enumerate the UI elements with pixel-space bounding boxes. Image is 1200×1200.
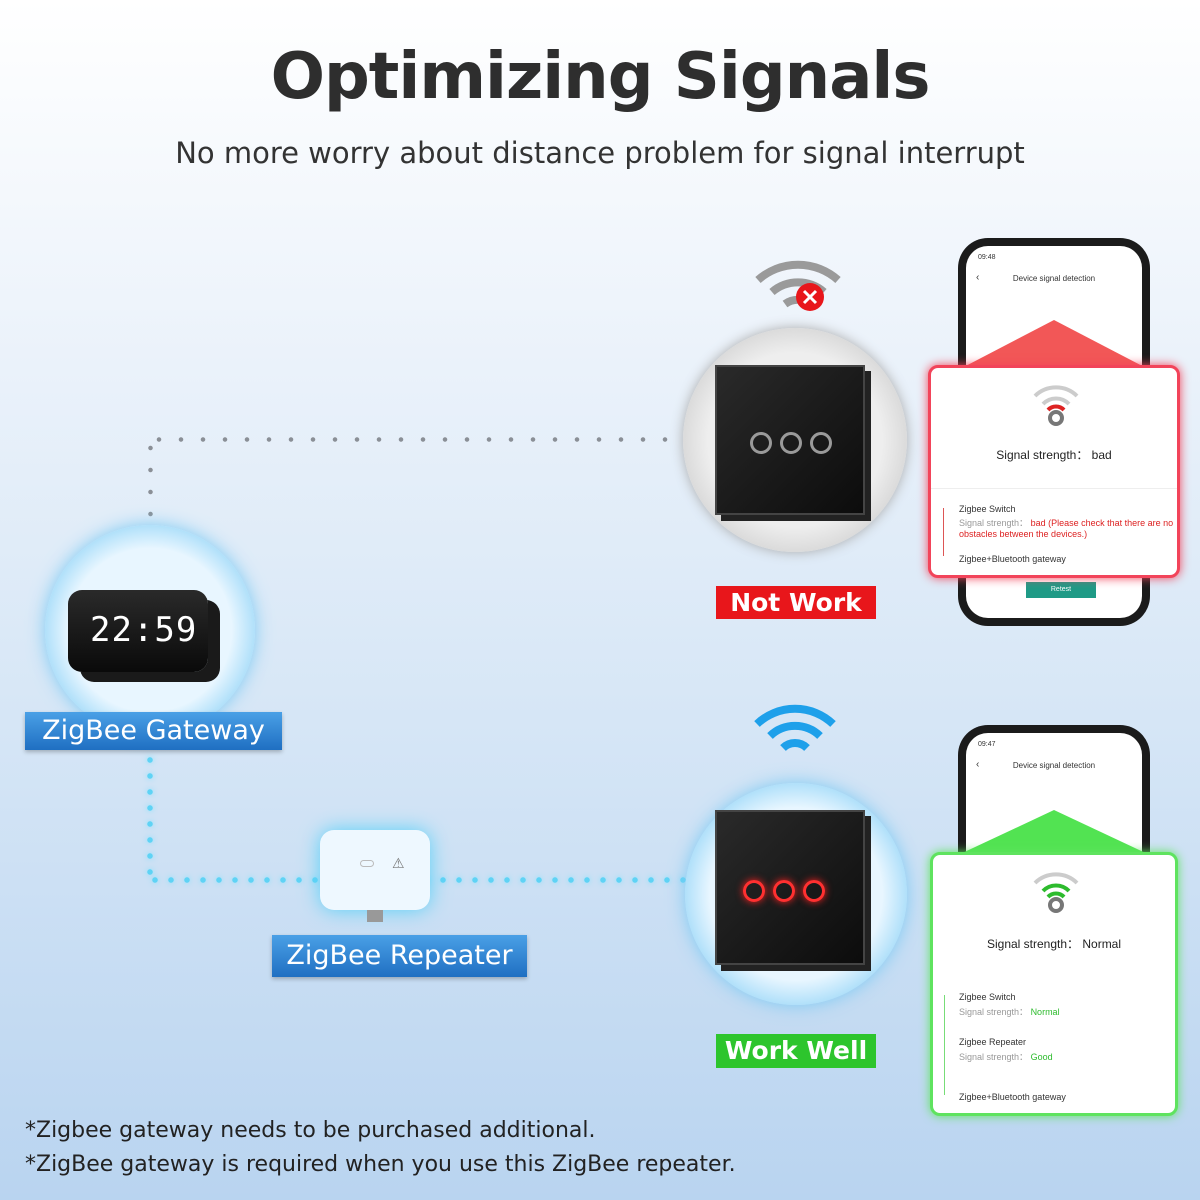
strength-value: bad xyxy=(1030,518,1046,528)
gateway-device: 22:59 xyxy=(68,590,208,672)
strong-signal-path-vertical xyxy=(147,752,153,880)
strength-label: Signal strength： xyxy=(959,1007,1029,1017)
weak-signal-path-vertical xyxy=(148,437,153,567)
timeline xyxy=(943,508,944,556)
back-icon[interactable]: ‹ xyxy=(976,759,980,770)
signal-card-good: Signal strength： Normal Zigbee Switch Si… xyxy=(930,852,1178,1116)
phone-time: 09:48 xyxy=(978,254,996,261)
item-strength: Signal strength： Normal xyxy=(959,1005,1060,1018)
signal-card-bad: Signal strength： bad Zigbee Switch Signa… xyxy=(928,365,1180,578)
signal-good-icon xyxy=(1033,872,1079,913)
footnote: *ZigBee gateway is required when you use… xyxy=(25,1152,736,1177)
weak-signal-path xyxy=(148,437,668,442)
item-strength: Signal strength： Good xyxy=(959,1050,1053,1063)
switch-button xyxy=(773,880,795,902)
repeater-device: ⚠ xyxy=(320,830,430,922)
zoom-wedge-green xyxy=(958,810,1150,855)
strength-label: Signal strength： xyxy=(959,1052,1029,1062)
back-icon[interactable]: ‹ xyxy=(976,272,980,283)
signal-weak-icon xyxy=(1033,385,1079,426)
retest-button[interactable]: Retest xyxy=(1026,582,1096,598)
signal-strength-text: Signal strength： bad xyxy=(996,448,1112,462)
divider xyxy=(931,488,1177,489)
switch-button xyxy=(803,880,825,902)
clock-display: 22:59 xyxy=(90,610,198,650)
footnote: *Zigbee gateway needs to be purchased ad… xyxy=(25,1118,596,1143)
good-switch xyxy=(715,810,865,965)
phone-time: 09:47 xyxy=(978,741,996,748)
strength-note: (Please check that there are no obstacle… xyxy=(959,518,1174,539)
timeline xyxy=(944,995,945,1095)
wifi-error-icon xyxy=(755,260,841,311)
strength-value: Normal xyxy=(1030,1007,1060,1017)
zoom-wedge-red xyxy=(958,320,1150,370)
bad-switch xyxy=(715,365,865,515)
strength-label: Signal strength： xyxy=(959,518,1029,528)
strength-value: Good xyxy=(1030,1052,1053,1062)
switch-buttons xyxy=(750,432,832,454)
antenna-icon: ⚠ xyxy=(392,855,405,871)
switch-button xyxy=(750,432,772,454)
item-strength: Signal strength： bad (Please check that … xyxy=(959,516,1174,539)
screen-title: Device signal detection xyxy=(1012,761,1096,770)
signal-strength-text: Signal strength： Normal xyxy=(986,937,1122,951)
item-name: Zigbee Switch xyxy=(959,504,1016,514)
not-work-badge: Not Work xyxy=(716,586,876,619)
item-name: Zigbee Switch xyxy=(959,992,1016,1002)
usb-connector xyxy=(367,910,383,922)
item-name: Zigbee+Bluetooth gateway xyxy=(959,1092,1066,1102)
item-name: Zigbee+Bluetooth gateway xyxy=(959,554,1066,564)
switch-button xyxy=(743,880,765,902)
screen-title: Device signal detection xyxy=(1012,274,1096,283)
wifi-icon xyxy=(754,704,836,752)
switch-button xyxy=(780,432,802,454)
repeater-led xyxy=(360,860,374,867)
page-subtitle: No more worry about distance problem for… xyxy=(175,136,1025,170)
repeater-label: ZigBee Repeater xyxy=(272,935,527,977)
switch-buttons xyxy=(743,880,825,902)
work-well-badge: Work Well xyxy=(716,1034,876,1068)
item-name: Zigbee Repeater xyxy=(959,1037,1027,1047)
switch-button xyxy=(810,432,832,454)
page-title: Optimizing Signals xyxy=(270,40,931,114)
gateway-label: ZigBee Gateway xyxy=(25,712,282,750)
